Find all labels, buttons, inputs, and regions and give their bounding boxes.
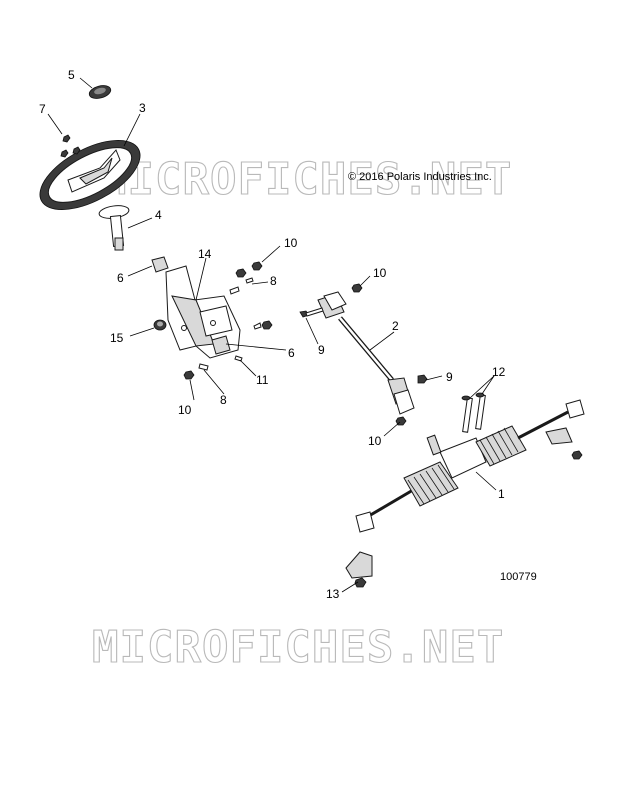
callout-15: 15 [110, 331, 124, 345]
callout-8-lower: 8 [220, 393, 227, 407]
column-bracket [165, 265, 241, 359]
callout-2: 2 [392, 319, 399, 333]
callout-13: 13 [326, 587, 340, 601]
callout-5: 5 [68, 68, 75, 82]
callouts: 5 7 3 4 6 14 10 8 10 2 9 15 6 11 10 8 9 … [39, 68, 506, 601]
wheel-cap [88, 85, 112, 99]
steering-rack [355, 399, 585, 533]
copyright-text: © 2016 Polaris Industries Inc. [348, 171, 492, 183]
callout-10-top: 10 [284, 236, 298, 250]
callout-14: 14 [198, 247, 212, 261]
callout-12: 12 [492, 365, 506, 379]
callout-8-upper: 8 [270, 274, 277, 288]
watermark-bottom: MICROFICHES.NET [92, 622, 504, 673]
callout-10-bracket: 10 [178, 403, 192, 417]
rack-bolts [461, 392, 486, 433]
intermediate-shaft [299, 283, 428, 426]
callout-10-shaft: 10 [373, 266, 387, 280]
bushing-upper [151, 256, 169, 273]
figure-number: 100779 [500, 571, 537, 583]
callout-11: 11 [256, 373, 269, 387]
wheel-nuts [60, 134, 81, 158]
steering-wheel [39, 140, 141, 210]
callout-9-upper: 9 [318, 343, 325, 357]
callout-7: 7 [39, 102, 46, 116]
tilt-knob [153, 319, 167, 331]
callout-6-upper: 6 [117, 271, 124, 285]
callout-6-lower: 6 [288, 346, 295, 360]
callout-9-lower: 9 [446, 370, 453, 384]
steering-shaft [98, 205, 130, 251]
bracket-fasteners [183, 261, 273, 380]
leader-lines [47, 77, 497, 593]
callout-10-lower: 10 [368, 434, 382, 448]
tie-rod-brackets [345, 427, 583, 588]
watermark-top: MICROFICHES.NET [100, 154, 512, 205]
callout-1: 1 [498, 487, 505, 501]
callout-4: 4 [155, 208, 162, 222]
callout-3: 3 [139, 101, 146, 115]
